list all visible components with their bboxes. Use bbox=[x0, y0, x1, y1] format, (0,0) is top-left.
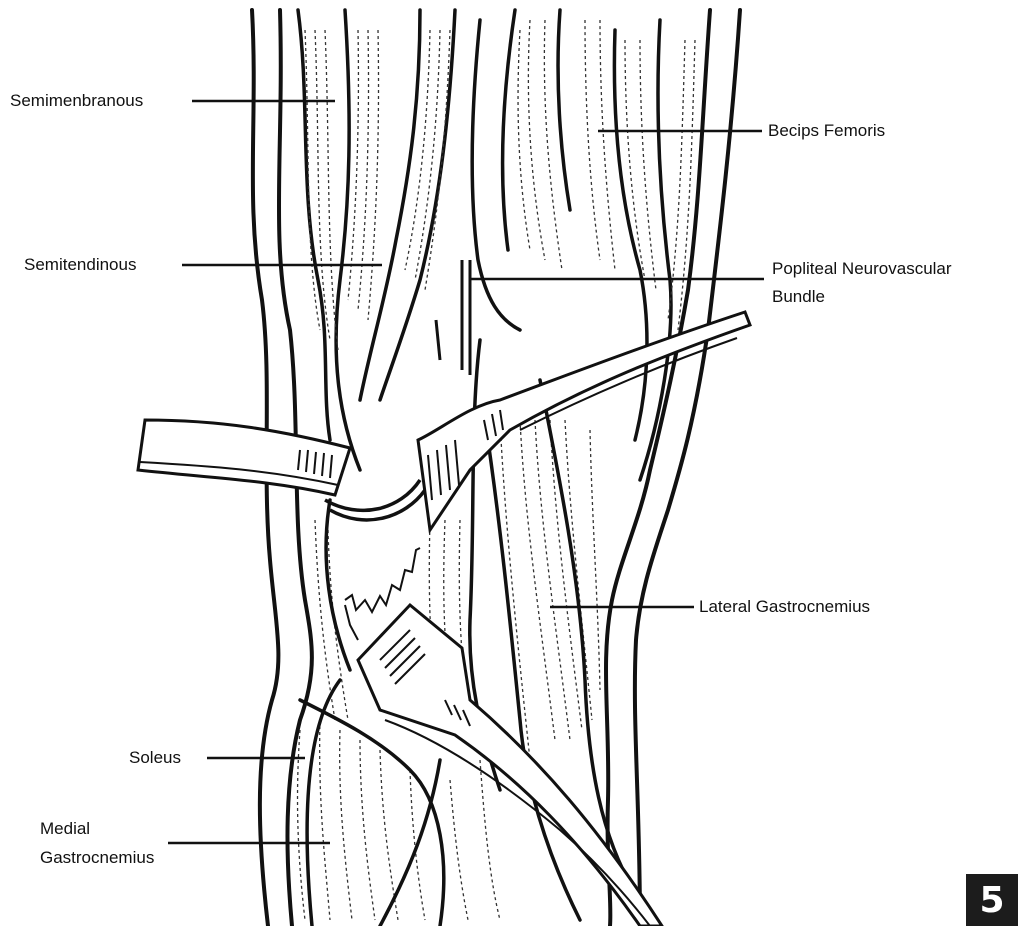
label-medial-line2: Gastrocnemius bbox=[40, 848, 155, 867]
limb-outline bbox=[250, 8, 742, 928]
right-retractor-grip bbox=[427, 409, 504, 501]
left-retractor-grip bbox=[297, 449, 333, 479]
fracture-line bbox=[344, 547, 421, 641]
label-popliteal-line1: Popliteal Neurovascular bbox=[772, 259, 952, 278]
label-lateral-gastrocnemius: Lateral Gastrocnemius bbox=[699, 597, 871, 616]
left-retractor bbox=[136, 418, 352, 497]
label-medial-line1: Medial bbox=[40, 819, 91, 838]
label-semimembranous: Semimenbranous bbox=[10, 91, 144, 110]
leader-lines bbox=[168, 99, 764, 845]
label-biceps-femoris: Becips Femoris bbox=[768, 121, 886, 140]
muscle-fibers bbox=[296, 19, 696, 921]
upper-muscle-outlines bbox=[296, 8, 673, 482]
bottom-retractor-grip bbox=[379, 629, 471, 727]
label-soleus: Soleus bbox=[129, 748, 181, 767]
label-popliteal-line2: Bundle bbox=[772, 287, 825, 306]
joint-capsule bbox=[324, 479, 427, 522]
figure-number-badge: 5 bbox=[966, 874, 1018, 926]
label-semitendinous: Semitendinous bbox=[24, 255, 137, 274]
